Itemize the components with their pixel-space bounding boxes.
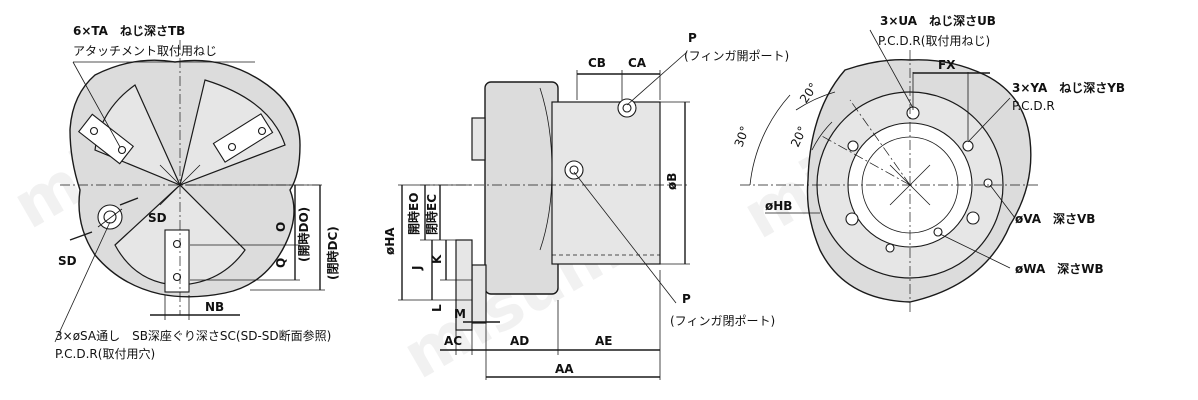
va-label: øVA 深さVB [1015, 211, 1095, 226]
left-view: 6×TA ねじ深さTB アタッチメント取付用ねじ SD SD O (開時DO) … [54, 23, 340, 361]
right-wa-leader [939, 233, 1011, 269]
p-bottom-note: (フィンガ閉ポート) [670, 314, 775, 328]
right-ya-hole-2 [962, 140, 974, 152]
left-sd-mark-2 [119, 197, 139, 206]
ca-label: CA [628, 56, 647, 70]
angle-30-label: 30° [732, 124, 752, 149]
mid-body-curve [539, 87, 553, 251]
mid-main-body [551, 101, 661, 265]
fx-label: FX [938, 58, 956, 72]
angle-20a-label: 20° [797, 80, 821, 105]
do-label: (開時DO) [296, 207, 311, 262]
wa-label: øWA 深さWB [1015, 261, 1104, 276]
sd-label-2: SD [58, 254, 77, 268]
mid-mount-flange [471, 264, 487, 324]
o-label: O [274, 222, 288, 232]
right-angle-ray-2 [819, 134, 911, 186]
left-ta-hole-2 [117, 145, 127, 155]
left-sd-section-line [97, 208, 123, 228]
left-sd-mark-1 [69, 231, 93, 241]
right-wa-hole-1 [885, 243, 895, 253]
ad-label: AD [510, 334, 529, 348]
ta-note-line2: アタッチメント取付用ねじ [73, 44, 217, 58]
hb-label: øHB [765, 199, 792, 213]
p-top-label: P [688, 31, 697, 45]
k-label: K [430, 254, 444, 264]
right-ya-hole-1 [847, 140, 859, 152]
nb-label: NB [205, 300, 224, 314]
left-attachment-block-2 [212, 113, 274, 163]
right-ua-hole-2 [845, 212, 859, 226]
mid-rear-boss [471, 117, 486, 161]
ua-note-line1: 3×UA ねじ深さUB [880, 13, 996, 28]
sd-label-1: SD [148, 211, 167, 225]
left-finger-groove-1 [94, 84, 182, 187]
q-label: Q [274, 258, 288, 268]
ya-note-line2: P.C.D.R [1012, 99, 1055, 113]
left-ta-hole-5 [172, 239, 182, 249]
ta-note-line1: 6×TA ねじ深さTB [73, 23, 185, 38]
right-ya-leader [967, 97, 1011, 143]
left-ta-hole-1 [89, 126, 99, 136]
m-label: M [454, 307, 466, 321]
ua-note-line2: P.C.D.R(取付用ねじ) [878, 34, 990, 48]
mid-p-bottom-leader [573, 171, 677, 304]
right-angle-ray-1 [849, 99, 911, 186]
p-top-note: (フィンガ開ポート) [684, 49, 789, 63]
right-angle-arc-20a [795, 91, 836, 111]
aa-label: AA [555, 362, 574, 376]
left-ta-hole-4 [257, 126, 267, 136]
right-angle-arc-30 [749, 94, 791, 186]
left-attachment-block-3 [164, 229, 190, 293]
p-bottom-label: P [682, 292, 691, 306]
b-label: øB [665, 173, 679, 190]
right-angle-arc-20b [811, 121, 833, 151]
sa-note-line1: 3×øSA通し SB深座ぐり深さSC(SD-SD断面参照) [55, 328, 331, 343]
left-center-cross-2 [159, 164, 201, 206]
left-sa-leader [54, 221, 111, 343]
sa-note-line2: P.C.D.R(取付用穴) [55, 346, 155, 361]
ya-note-line1: 3×YA ねじ深さYB [1012, 80, 1125, 95]
right-va-leader [989, 184, 1016, 219]
cb-label: CB [588, 56, 606, 70]
left-ta-hole-6 [172, 272, 182, 282]
ha-label: øHA [383, 227, 397, 255]
mid-port-close-inner [569, 165, 579, 175]
ae-label: AE [595, 334, 612, 348]
right-view: 3×UA ねじ深さUB P.C.D.R(取付用ねじ) FX 3×YA ねじ深さY… [732, 13, 1125, 315]
dc-label: (閉時DC) [325, 226, 340, 280]
mid-port-open-inner [622, 103, 632, 113]
right-ua-leader [869, 29, 914, 109]
j-label: J [410, 266, 424, 271]
eo-label: 開時EO [406, 193, 421, 235]
mid-p-top-leader [626, 51, 688, 106]
right-ua-hole-3 [966, 211, 980, 225]
middle-view: CB CA P (フィンガ開ポート) øB øHA 開時EO 閉時EC J K … [383, 31, 789, 380]
l-label: L [430, 304, 444, 312]
left-ta-hole-3 [227, 142, 237, 152]
left-ta-leader [72, 61, 121, 148]
ec-label: 閉時EC [424, 194, 439, 235]
ac-label: AC [444, 334, 462, 348]
